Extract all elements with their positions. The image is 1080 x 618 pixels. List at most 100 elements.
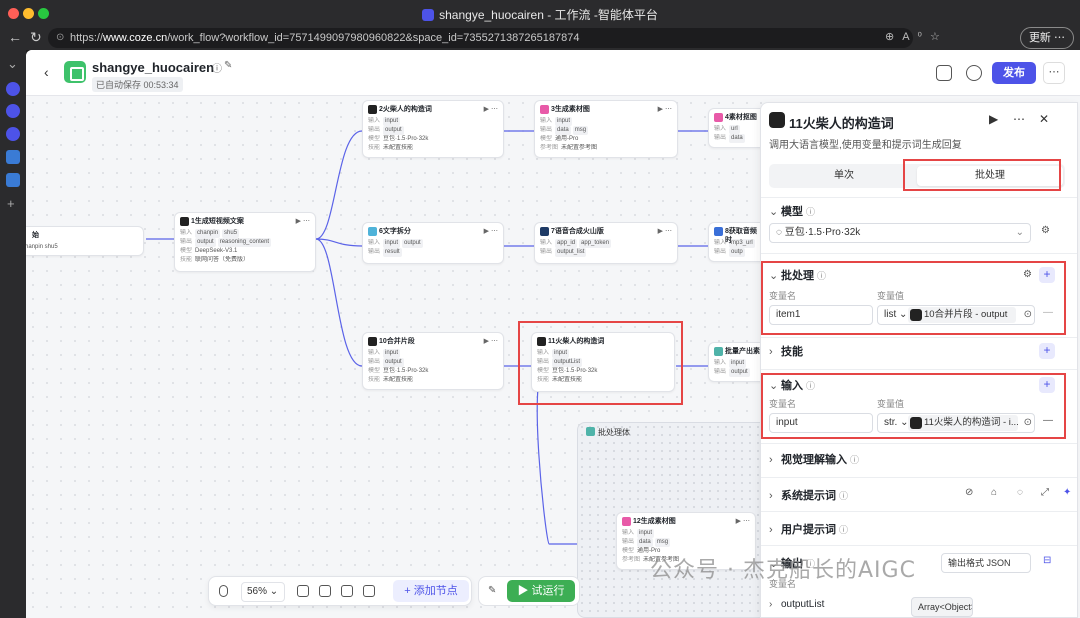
- tab-single[interactable]: 单次: [834, 170, 854, 181]
- browser-toolbar: ← ↻ ⊙ https://www.coze.cn/work_flow?work…: [0, 26, 1080, 50]
- address-bar[interactable]: ⊙ https://www.coze.cn/work_flow?workflow…: [48, 28, 913, 48]
- highlight-box-batch-section: [761, 261, 1066, 335]
- ai-sparkle-icon[interactable]: ✦: [1063, 487, 1072, 498]
- batch-var-value-field[interactable]: list ⌄ 10合并片段 - output ⊙: [877, 305, 1035, 325]
- reload-icon[interactable]: ↻: [30, 29, 42, 45]
- coze-tab-icon[interactable]: [6, 127, 20, 141]
- output-var-type[interactable]: Array<Object>: [911, 597, 973, 617]
- batch-var-name-input[interactable]: item1: [769, 305, 873, 325]
- mouse-mode-icon[interactable]: [219, 585, 228, 597]
- llm-node-icon: [769, 112, 785, 128]
- edit-icon[interactable]: ✎: [224, 60, 233, 71]
- back-chevron-icon[interactable]: ‹: [44, 64, 49, 80]
- image-icon[interactable]: [341, 585, 353, 597]
- compass-icon[interactable]: ⊘: [965, 487, 974, 498]
- start-node[interactable]: 始 chanpin shu5: [26, 226, 144, 256]
- panel-description: 调用大语言模型,使用变量和提示词生成回复: [769, 140, 962, 151]
- tab-batch[interactable]: 批处理: [917, 166, 1063, 186]
- node-config-panel: 11火柴人的构造词 ▶ ⋯ ✕ 调用大语言模型,使用变量和提示词生成回复 单次 …: [760, 102, 1078, 618]
- more-options-button[interactable]: ⋯: [1043, 62, 1065, 84]
- debug-wrench-icon[interactable]: ✎: [488, 585, 497, 596]
- skills-section-header[interactable]: ›技能: [769, 346, 803, 358]
- library-icon[interactable]: ⌂: [991, 487, 998, 498]
- output-settings-icon[interactable]: ⊟: [1043, 555, 1052, 566]
- info-icon: ⓘ: [806, 207, 816, 217]
- output-var-row[interactable]: ›outputList: [769, 599, 825, 610]
- close-window-button[interactable]: [8, 8, 19, 19]
- mode-tabs: 单次 批处理: [769, 164, 1065, 188]
- add-input-button[interactable]: +: [1039, 377, 1055, 393]
- watermark: 公众号 · 杰克船长的AIGC: [650, 558, 916, 583]
- expand-icon[interactable]: ⤢: [1041, 487, 1049, 498]
- chart-tab-icon[interactable]: [6, 150, 20, 164]
- back-arrow-icon[interactable]: ←: [8, 29, 22, 45]
- highlight-box-batch-tab: [903, 159, 1061, 191]
- chart-tab-icon[interactable]: [6, 173, 20, 187]
- address-bar-tools-icons[interactable]: ⊕A⁰☆: [885, 31, 948, 43]
- workflow-app: ‹ shangye_huocairen ⓘ ✎ 已自动保存 00:53:34 发…: [26, 50, 1080, 618]
- input-var-name-field[interactable]: input: [769, 413, 873, 433]
- zoom-select[interactable]: 56% ⌄: [241, 582, 285, 602]
- more-icon[interactable]: ⋯: [1013, 112, 1025, 126]
- chevron-down-icon[interactable]: ⌄: [7, 56, 18, 71]
- window-title: shangye_huocairen - 工作流 -智能体平台: [0, 6, 1080, 23]
- llm-icon: [180, 217, 189, 226]
- comment-icon[interactable]: [297, 585, 309, 597]
- highlight-box-input-section: [761, 373, 1066, 439]
- copy-icon[interactable]: [936, 65, 952, 81]
- zoom-window-button[interactable]: [38, 8, 49, 19]
- browser-sidebar: ⌄ +: [0, 50, 26, 618]
- new-tab-plus-icon[interactable]: +: [7, 196, 15, 211]
- chevron-down-icon: ⌄: [769, 206, 779, 218]
- coze-tab-icon[interactable]: [6, 82, 20, 96]
- browser-update-button[interactable]: 更新 ⋯: [1019, 27, 1074, 49]
- batch-settings-gear-icon[interactable]: ⚙: [1023, 269, 1032, 280]
- output-format-select[interactable]: 输出格式 JSON: [941, 553, 1031, 573]
- minimize-window-button[interactable]: [23, 8, 34, 19]
- info-icon[interactable]: ⓘ: [212, 64, 222, 75]
- remove-batch-var-icon[interactable]: —: [1043, 307, 1053, 318]
- bulb-icon[interactable]: ◌: [1017, 487, 1023, 498]
- add-skill-button[interactable]: +: [1039, 343, 1055, 359]
- canvas-toolbar: 56% ⌄ + 添加节点: [208, 576, 472, 606]
- input-var-value-field[interactable]: str. ⌄ 11火柴人的构造词 - i... ⊙: [877, 413, 1035, 433]
- remove-input-var-icon[interactable]: —: [1043, 415, 1053, 426]
- node-run-icon[interactable]: ▶ ⋯: [295, 218, 310, 225]
- model-settings-gear-icon[interactable]: ⚙: [1041, 225, 1050, 236]
- run-node-icon[interactable]: ▶: [989, 112, 999, 126]
- minimap-icon[interactable]: [363, 585, 375, 597]
- site-info-icon[interactable]: ⊙: [56, 32, 65, 43]
- publish-button[interactable]: 发布: [992, 62, 1036, 84]
- highlight-box-node-11: [518, 321, 683, 405]
- add-node-button[interactable]: + 添加节点: [393, 580, 469, 602]
- layout-grid-icon[interactable]: [319, 585, 331, 597]
- close-icon[interactable]: ✕: [1039, 112, 1050, 126]
- coze-tab-icon[interactable]: [6, 104, 20, 118]
- history-icon[interactable]: [966, 65, 982, 81]
- trial-run-button[interactable]: ▶ 试运行: [507, 580, 575, 602]
- workflow-name: shangye_huocairen: [92, 60, 215, 75]
- app-header: ‹ shangye_huocairen ⓘ ✎ 已自动保存 00:53:34 发…: [26, 50, 1080, 96]
- add-batch-variable-button[interactable]: +: [1039, 267, 1055, 283]
- workflow-logo-icon: [64, 61, 86, 83]
- model-select[interactable]: ◌ 豆包·1.5·Pro·32k⌄: [769, 223, 1031, 243]
- favicon-icon: [422, 9, 435, 21]
